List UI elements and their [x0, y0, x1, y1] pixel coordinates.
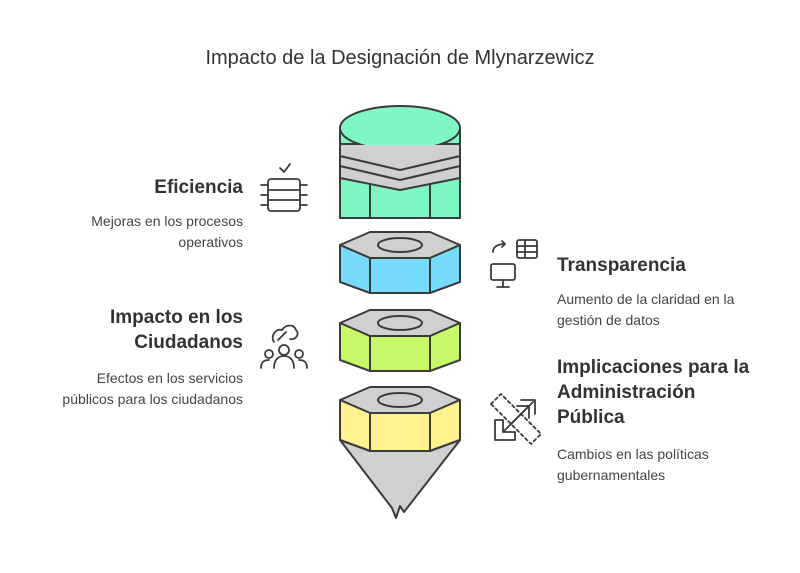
policy-arrow-icon	[490, 393, 542, 445]
diagram-title: Impacto de la Designación de Mlynarzewic…	[205, 47, 595, 69]
table-monitor-sync-icon	[490, 239, 538, 288]
ciudadanos-description-line-2: públicos para los ciudadanos	[62, 391, 243, 407]
transparencia-heading: Transparencia	[557, 255, 686, 276]
citizens-hand-icon	[260, 324, 308, 369]
segment-eficiencia	[339, 105, 461, 219]
administracion-heading-line-3: Pública	[557, 407, 625, 428]
administracion-heading: Implicaciones para la Administración Púb…	[557, 355, 749, 430]
administracion-description-line-1: Cambios en las políticas	[557, 446, 709, 462]
administracion-description-line-2: gubernamentales	[557, 467, 666, 483]
transparencia-description-line-1: Aumento de la claridad en la	[557, 291, 735, 307]
transparencia-description: Aumento de la claridad en la gestión de …	[557, 289, 734, 331]
ciudadanos-heading: Impacto en los Ciudadanos	[60, 305, 243, 355]
administracion-heading-line-2: Administración	[557, 382, 696, 403]
ciudadanos-heading-line-1: Impacto en los	[109, 307, 243, 328]
eficiencia-heading: Eficiencia	[154, 177, 243, 198]
segment-administracion	[339, 386, 461, 519]
eficiencia-description-line-2: operativos	[178, 234, 243, 250]
ciudadanos-heading-line-2: Ciudadanos	[134, 332, 243, 353]
administracion-description: Cambios en las políticas gubernamentales	[557, 444, 709, 486]
segment-transparencia	[339, 231, 461, 294]
administracion-heading-line-1: Implicaciones para la	[557, 357, 750, 378]
ciudadanos-description: Efectos en los servicios públicos para l…	[20, 368, 243, 410]
database-check-icon	[260, 163, 308, 212]
ciudadanos-description-line-1: Efectos en los servicios	[96, 370, 243, 386]
eficiencia-description-line-1: Mejoras en los procesos	[91, 213, 243, 229]
transparencia-description-line-2: gestión de datos	[557, 312, 660, 328]
eficiencia-description: Mejoras en los procesos operativos	[40, 211, 243, 253]
segment-ciudadanos	[339, 309, 461, 372]
